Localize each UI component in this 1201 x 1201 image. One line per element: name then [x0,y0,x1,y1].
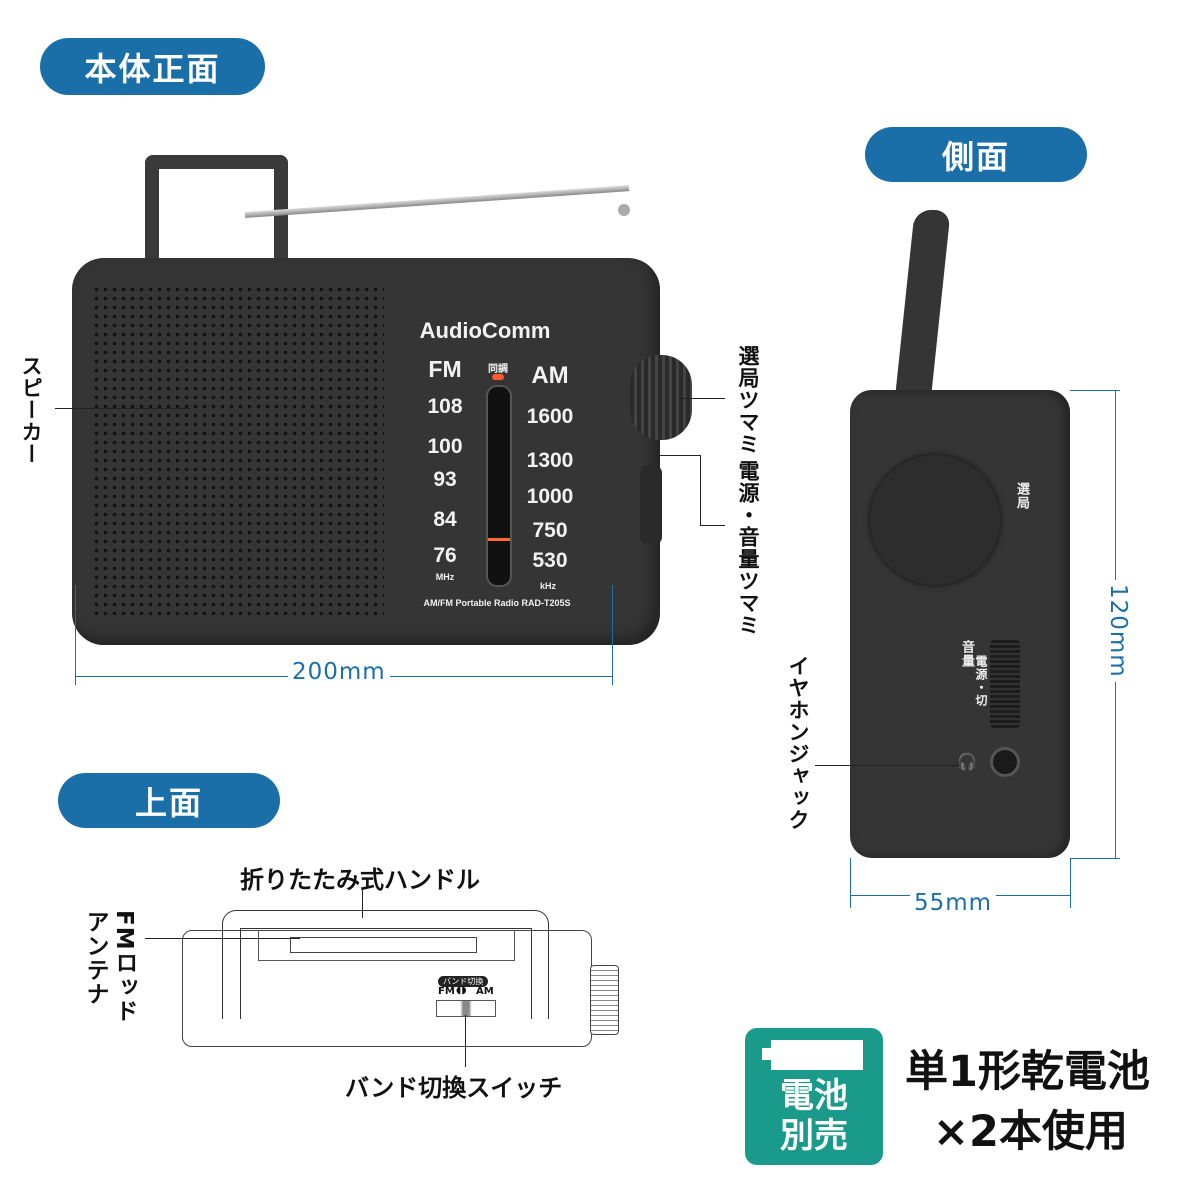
model-name: AM/FM Portable Radio RAD-T205S [423,598,571,608]
antenna-callout-line2: アンテナ [82,910,108,1006]
earphone-leader-line [815,765,960,766]
side-tuning-knob[interactable] [870,455,1000,585]
power-volume-callout: 電源・音量ツマミ [736,460,760,636]
power-volume-leader-line [655,455,700,456]
battery-info-line2: ×2本使用 [933,1107,1128,1157]
depth-dimension-tick [1070,858,1071,908]
band-switch-am-label: AM [476,986,494,997]
top-handle-outline [222,910,549,1019]
battery-icon [771,1040,863,1070]
am-frequency: 750 [532,519,568,542]
band-switch-fm-label: FM [438,986,455,997]
tuning-window [486,385,512,587]
side-volume-label: 音量 [959,640,974,668]
top-knob [590,965,619,1035]
am-label: AM [531,362,569,389]
antenna-callout-line1: FMロッド [111,910,137,1023]
battery-badge: 電池 別売 [745,1028,883,1165]
earphone-jack-callout: イヤホンジャック [786,655,810,831]
earphone-jack[interactable] [990,747,1020,777]
tuning-knob[interactable] [630,355,692,440]
antenna-leader-line [145,938,300,939]
folding-handle-callout: 折りたたみ式ハンドル [240,866,480,894]
width-dimension-tick [612,585,613,685]
width-dimension-label: 200mm [288,659,390,685]
tuning-indicator-label: 同調 [488,364,508,375]
width-dimension-tick [75,585,76,685]
battery-terminal [762,1048,771,1060]
front-handle [145,155,288,289]
power-volume-leader-line [700,455,701,525]
tuning-knob-callout: 選局ツマミ [736,345,760,455]
antenna-tip [618,204,630,216]
tuning-knob-leader-line [680,398,725,399]
section-top-title: 上面 [58,773,280,828]
fm-frequency: 108 [427,395,463,418]
speaker-grille [92,285,384,615]
side-tuning-label: 選局 [1014,482,1029,510]
battery-info-line1: 単1形乾電池 [905,1047,1150,1097]
battery-badge-line2: 別売 [780,1116,848,1156]
band-switch-leader-line [465,1015,466,1067]
fm-frequency: 93 [433,468,457,491]
top-handle-inner [240,928,532,1019]
am-unit: kHz [539,581,557,591]
fm-frequency: 84 [433,508,457,531]
side-power-off-label: 電源・切 [974,655,988,707]
brand-logo: AudioComm [419,318,551,343]
speaker-leader-line [55,408,190,409]
depth-dimension-tick [850,858,851,908]
section-side-title: 側面 [865,127,1087,182]
volume-wheel[interactable] [990,640,1020,728]
tuning-led [492,374,504,380]
depth-dimension-label: 55mm [910,890,997,916]
volume-knob[interactable] [640,465,662,545]
speaker-callout: スピーカー [19,355,43,465]
am-frequency: 1000 [526,485,574,508]
fm-unit: MHz [435,572,455,582]
power-volume-leader-line [700,525,725,526]
antenna [244,185,630,218]
am-frequency: 1600 [526,405,574,428]
section-front-title: 本体正面 [40,38,265,95]
battery-badge-text: 電池 別売 [745,1076,883,1156]
fm-frequency: 100 [427,435,463,458]
headphone-icon: 🎧 [957,752,977,771]
height-dimension-label: 120mm [1105,580,1131,682]
fm-label: FM [428,356,462,382]
band-switch-callout: バンド切換スイッチ [345,1074,563,1102]
height-dimension-tick [1070,390,1120,391]
battery-badge-line1: 電池 [780,1076,848,1116]
band-switch-tag: バンド切換 [438,976,489,987]
antenna-rod [290,937,477,953]
antenna-recess [258,930,515,961]
am-frequency: 1300 [526,449,574,472]
handle-leader-line [362,890,363,918]
tuning-pointer [488,538,510,541]
battery-info: 単1形乾電池 ×2本使用 [905,1042,1150,1162]
fm-frequency: 76 [433,544,457,567]
band-switch-arrows-icon: ◖◗ [456,985,467,996]
am-frequency: 530 [532,549,568,572]
side-handle [895,210,951,395]
band-switch[interactable] [436,1000,496,1017]
height-dimension-tick [1070,858,1120,859]
